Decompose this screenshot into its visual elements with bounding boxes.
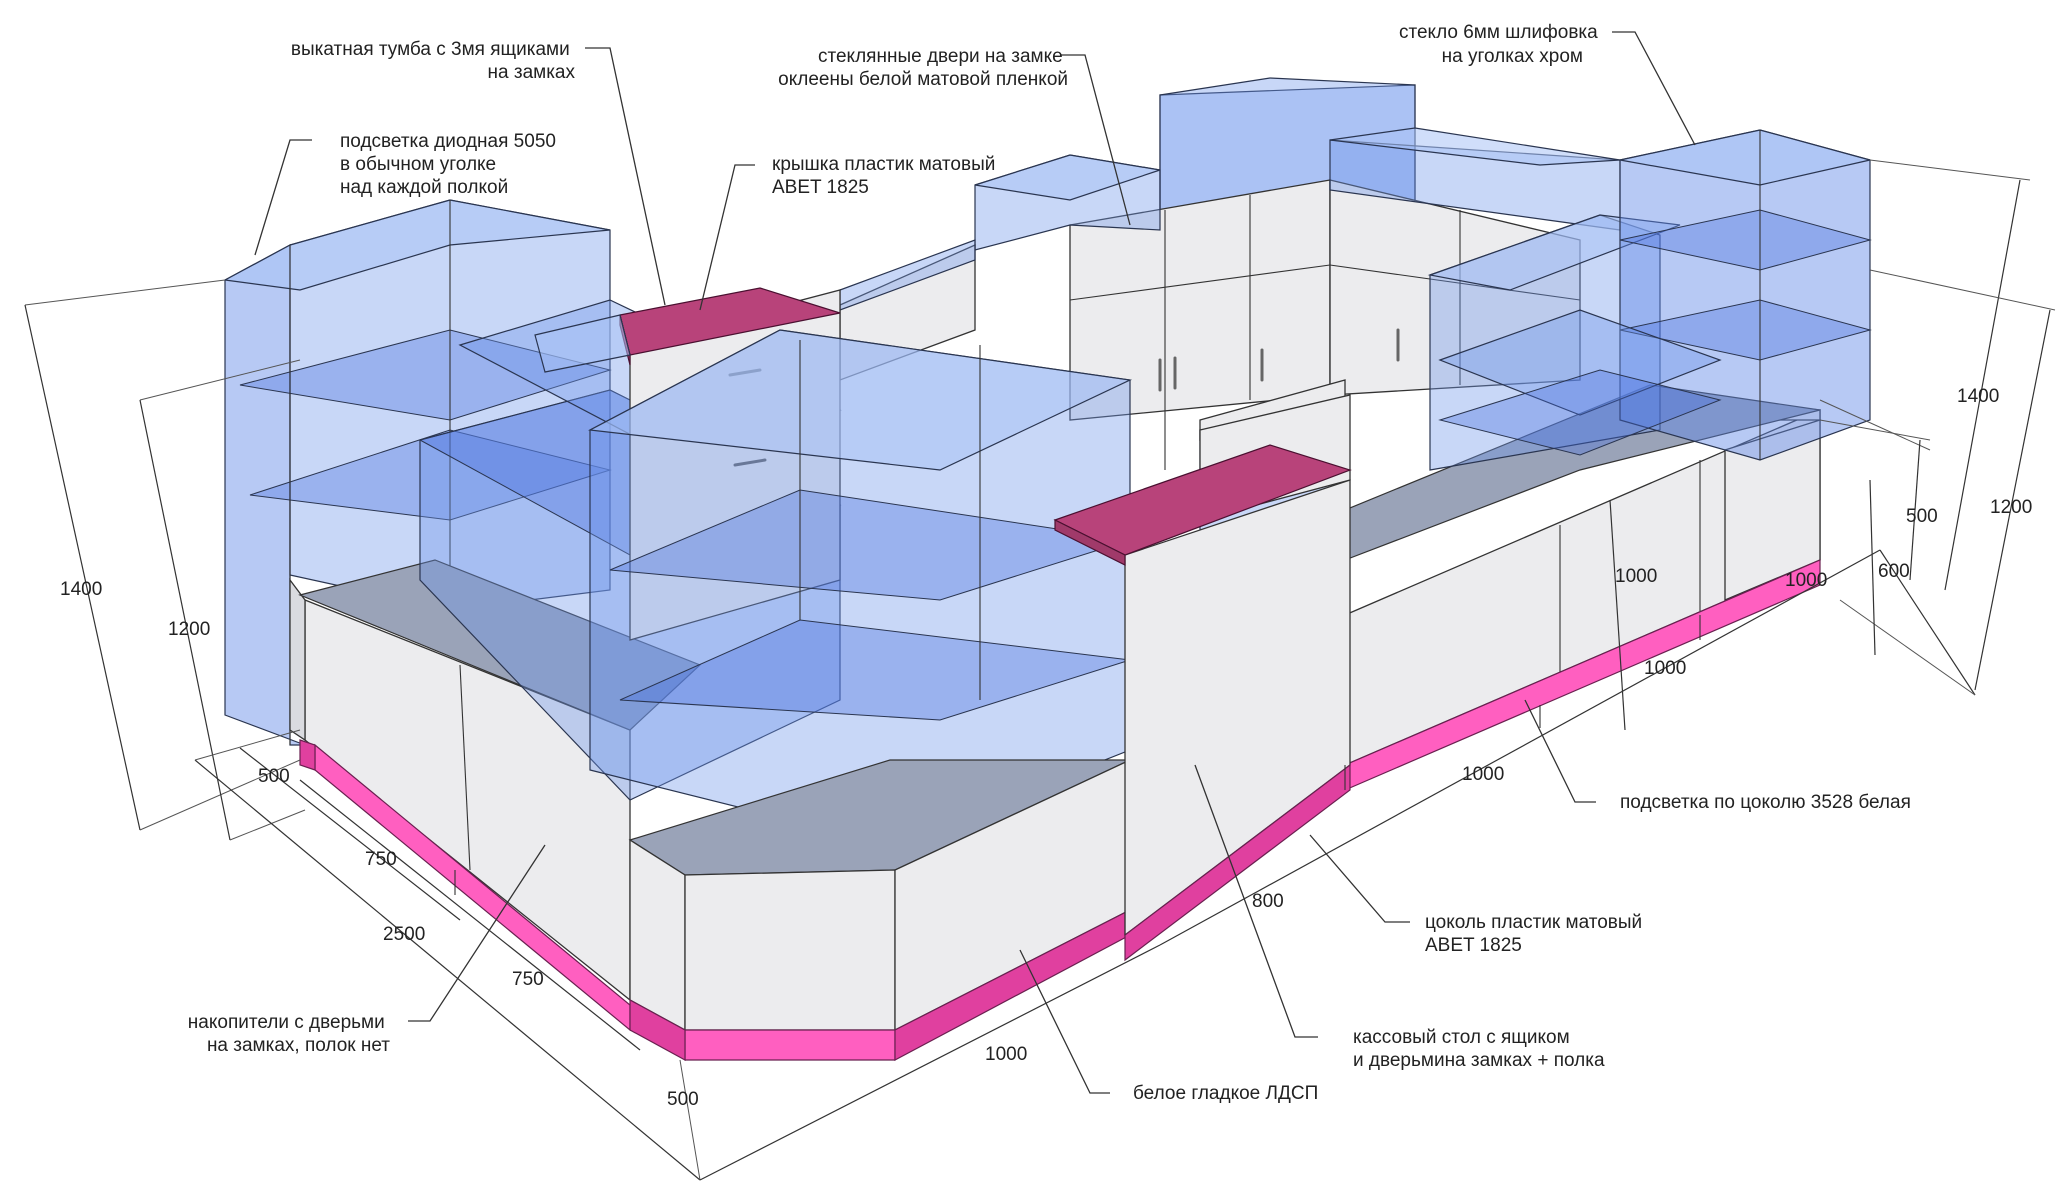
glass-annotation: стекло 6мм шлифовка на уголках хром [1399, 22, 1603, 67]
annotation-line: цоколь пластик матовый [1425, 912, 1642, 933]
dim-label: 1000 [1644, 658, 1686, 679]
plinth-light-annotation: подсветка по цоколю 3528 белая [1620, 792, 1911, 813]
annotation-line: в обычном уголке [340, 154, 496, 175]
annotation-line: белое гладкое ЛДСП [1133, 1083, 1318, 1104]
annotation-line: оклеены белой матовой пленкой [778, 69, 1068, 90]
annotation-line: ABET 1825 [772, 177, 869, 198]
dim-label: 500 [1906, 506, 1938, 527]
annotation-line: подсветка по цоколю 3528 белая [1620, 792, 1911, 813]
annotation-line: подсветка диодная 5050 [340, 131, 556, 152]
cash-desk-annotation: кассовый стол с ящиком и дверьмина замка… [1353, 1027, 1605, 1071]
dimension-labels: 1400 1200 500 750 2500 750 500 1000 800 … [60, 386, 2032, 1110]
led-strip-annotation: подсветка диодная 5050 в обычном уголке … [340, 131, 561, 198]
storage-annotation: накопители с дверьми на замках, полок не… [188, 1012, 390, 1056]
left-wing [223, 199, 842, 1032]
annotation-line: на замках [488, 62, 576, 83]
dim-label: 1000 [1462, 764, 1504, 785]
annotation-line: на замках, полок нет [207, 1035, 390, 1056]
glass-doors-annotation: стеклянные двери на замке оклеены белой … [778, 46, 1068, 90]
drawer-unit-annotation: выкатная тумба с 3мя ящиками на замках [291, 39, 576, 83]
dim-label: 800 [1252, 891, 1284, 912]
annotation-line: кассовый стол с ящиком [1353, 1027, 1570, 1048]
dim-label: 600 [1878, 561, 1910, 582]
dim-label: 500 [258, 766, 290, 787]
dim-label: 750 [512, 969, 544, 990]
dim-label: 2500 [383, 924, 425, 945]
chipboard-annotation: белое гладкое ЛДСП [1133, 1083, 1318, 1104]
annotation-line: крышка пластик матовый [772, 154, 995, 175]
annotations: выкатная тумба с 3мя ящиками на замках п… [188, 22, 1911, 1104]
annotation-line: и дверьмина замках + полка [1353, 1050, 1605, 1071]
lid-annotation: крышка пластик матовый ABET 1825 [772, 154, 1001, 198]
plinth-annotation: цоколь пластик матовый ABET 1825 [1425, 912, 1647, 956]
dimension-lines [24, 159, 2056, 1181]
dim-label: 1400 [1957, 386, 1999, 407]
dim-label: 1200 [1990, 497, 2032, 518]
dim-label: 1400 [60, 579, 102, 600]
annotation-line: над каждой полкой [340, 177, 508, 198]
annotation-line: выкатная тумба с 3мя ящиками [291, 39, 570, 60]
leader-lines [254, 31, 1696, 1094]
front-center [587, 329, 1352, 1062]
dim-label: 750 [365, 849, 397, 870]
right-wing [1199, 129, 1872, 791]
annotation-line: стеклянные двери на замке [818, 46, 1063, 67]
annotation-line: на уголках хром [1442, 46, 1583, 67]
dim-label: 500 [667, 1089, 699, 1110]
annotation-line: накопители с дверьми [188, 1012, 385, 1033]
dim-label: 1200 [168, 619, 210, 640]
annotation-line: стекло 6мм шлифовка [1399, 22, 1598, 43]
dim-label: 1000 [1615, 566, 1657, 587]
dim-label: 1000 [985, 1044, 1027, 1065]
dim-label: 1000 [1785, 570, 1827, 591]
annotation-line: ABET 1825 [1425, 935, 1522, 956]
